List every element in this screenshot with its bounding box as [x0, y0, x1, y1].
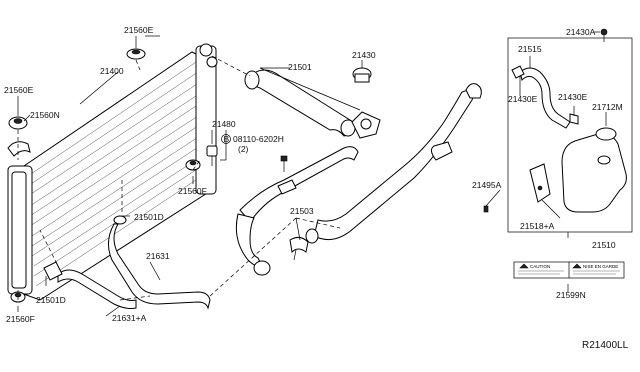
reservoir-group-box	[507, 37, 633, 233]
small-hose-21631	[108, 215, 211, 310]
label-bolt-qty: (2)	[238, 144, 249, 154]
label-21430: 21430	[352, 50, 376, 60]
label-21631A: 21631+A	[112, 313, 147, 323]
bolt	[280, 155, 288, 172]
caution-label-text: CAUTION	[530, 264, 550, 269]
label-21599N: 21599N	[556, 290, 586, 300]
mount-rubber-bottom-right	[185, 159, 201, 171]
label-21515: 21515	[518, 44, 542, 54]
label-bolt: 08110-6202H	[233, 134, 284, 144]
diagram-reference-code: R21400LL	[582, 340, 629, 351]
label-21501D-upper: 21501D	[134, 212, 164, 222]
small-hose-21631A	[43, 261, 137, 309]
mount-rubber-left-top	[8, 116, 28, 130]
label-21560E-top: 21560E	[124, 25, 154, 35]
overflow-hose-21515	[511, 65, 579, 129]
clip-21430A	[600, 28, 608, 42]
notice-label-text: NISE EN GARDE	[583, 264, 618, 269]
bolt-circle-letter: B	[224, 134, 230, 144]
reservoir-bracket	[529, 163, 551, 203]
label-21560F-left: 21560F	[6, 314, 35, 324]
label-21560N: 21560N	[30, 110, 60, 120]
dashed-assembly-lines	[17, 55, 341, 301]
lower-hose-main	[235, 146, 359, 276]
label-21510: 21510	[592, 240, 616, 250]
label-21430E-left: 21430E	[508, 94, 538, 104]
filler-cap	[352, 67, 372, 83]
mount-rubber-top-right	[126, 48, 146, 60]
label-21495A: 21495A	[472, 180, 502, 190]
hose-clamp-upper	[277, 179, 297, 195]
reservoir-hose	[305, 83, 482, 244]
label-21631: 21631	[146, 251, 170, 261]
label-21480: 21480	[212, 119, 236, 129]
upper-hose	[244, 69, 356, 137]
screw-21495A	[483, 205, 489, 213]
reservoir-tank	[561, 127, 627, 213]
label-21518A: 21518+A	[520, 221, 555, 231]
label-21560F-right: 21560F	[178, 186, 207, 196]
label-21400: 21400	[100, 66, 124, 76]
caution-label: CAUTION NISE EN GARDE	[513, 261, 625, 279]
label-21503: 21503	[290, 206, 314, 216]
hose-clamp-21503	[289, 236, 309, 261]
label-21712M: 21712M	[592, 102, 623, 112]
bolt-reference-circle	[221, 134, 231, 144]
drain-plug	[206, 145, 218, 166]
label-21430A: 21430A	[566, 27, 596, 37]
label-21501: 21501	[288, 62, 312, 72]
label-21501D-lower: 21501D	[36, 295, 66, 305]
leader-lines	[17, 31, 607, 317]
filler-neck	[351, 111, 381, 139]
label-21430E-right: 21430E	[558, 92, 588, 102]
mount-bracket-left	[7, 141, 31, 157]
label-21560E-left: 21560E	[4, 85, 34, 95]
